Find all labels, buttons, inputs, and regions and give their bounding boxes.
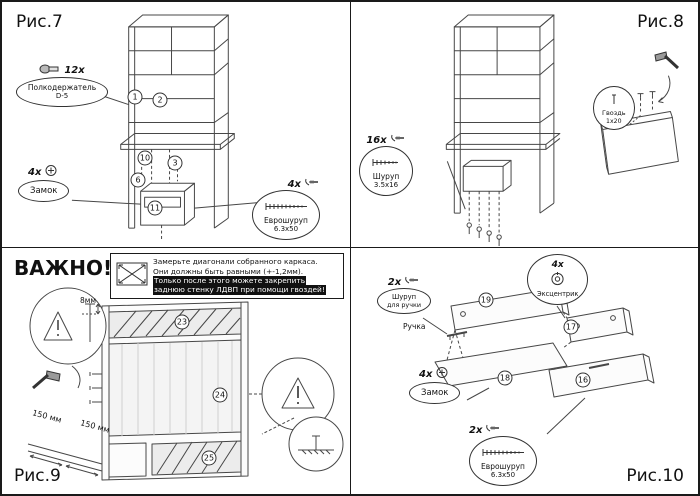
fig8-nail-callout: Гвоздь 1x20 xyxy=(593,86,635,130)
lock-qty: 4x xyxy=(27,166,42,178)
lock-qty: 4x xyxy=(418,368,433,380)
handle-screw-name: Шуруп xyxy=(391,293,417,301)
fig10-panel: 2x Шуруп для ручки Ручка 4x Эксцентрик xyxy=(351,248,698,494)
warning-text: Замерьте диагонали собранного каркаса. О… xyxy=(153,257,326,295)
euroscrew-drawing-icon xyxy=(264,196,308,215)
fig9-panel: ВАЖНО!!! Замерьте диагонали собранного к… xyxy=(2,248,351,494)
euroscrew-qty: 4x xyxy=(287,178,301,190)
lock-name: Замок xyxy=(30,186,58,196)
handle-screw-qty: 2x xyxy=(387,276,402,288)
fig7-label: Рис.7 xyxy=(16,12,63,32)
nail-depth-label: 8мм xyxy=(80,296,97,305)
cam-lock-icon xyxy=(435,366,450,382)
handle-label: Ручка xyxy=(403,322,426,331)
nail-size: 1x20 xyxy=(606,117,622,125)
warning-line: Замерьте диагонали собранного каркаса. xyxy=(153,257,318,267)
fig9-drawing xyxy=(27,287,344,481)
screw-size: 3.5x16 xyxy=(373,181,399,189)
fig8-drawing xyxy=(445,14,679,247)
part-number: 3 xyxy=(167,155,183,171)
fig10-handle-screw-callout: 2x Шуруп для ручки xyxy=(377,276,432,315)
lock-name: Замок xyxy=(421,388,449,398)
euroscrew-drawing-icon xyxy=(481,442,525,461)
screw-drawing-icon xyxy=(371,152,401,171)
part-number: 6 xyxy=(130,172,146,188)
shelf-holder-name: Полкодержатель xyxy=(27,83,97,92)
fig10-drawing xyxy=(422,287,655,435)
fig7-euroscrew-callout: 4x Еврошуруп 6.3x50 xyxy=(252,178,320,240)
handle-screw-note: для ручки xyxy=(387,301,422,310)
fig10-eccentric-callout: 4x Эксцентрик xyxy=(527,254,589,305)
euroscrew-name: Еврошуруп xyxy=(481,462,525,471)
fig8-label: Рис.8 xyxy=(637,12,684,32)
eccentric-cam-icon xyxy=(550,271,565,290)
screw-icon xyxy=(404,276,420,288)
warning-line: Они должны быть равными (+-1,2мм). xyxy=(153,266,304,276)
part-number: 10 xyxy=(137,150,153,166)
fig10-label: Рис.10 xyxy=(626,466,684,486)
part-number: 11 xyxy=(147,200,163,216)
euroscrew-name: Еврошуруп xyxy=(264,216,308,225)
warning-line: Только после этого можете закрепить xyxy=(153,276,307,286)
screw-qty: 16x xyxy=(366,134,387,146)
nail-icon xyxy=(611,90,617,109)
diagonal-measure-icon xyxy=(115,260,149,292)
shelf-pin-icon xyxy=(39,64,61,77)
part-number: 17 xyxy=(563,319,579,335)
part-number: 25 xyxy=(201,450,217,466)
euroscrew-qty: 2x xyxy=(469,424,483,436)
fig10-lock-callout: 4x Замок xyxy=(409,366,461,405)
eccentric-name: Эксцентрик xyxy=(537,290,579,298)
warning-box: Замерьте диагонали собранного каркаса. О… xyxy=(110,253,344,299)
part-number: 2 xyxy=(152,92,168,108)
screw-icon xyxy=(390,134,406,146)
hammer-icon xyxy=(30,368,64,396)
part-number: 19 xyxy=(478,292,494,308)
screw-name: Шуруп xyxy=(372,172,400,181)
warning-line: заднюю стенку ЛДВП при помощи гвоздей! xyxy=(153,285,326,295)
part-number: 18 xyxy=(497,370,513,386)
cam-lock-icon xyxy=(44,164,59,180)
nail-name: Гвоздь xyxy=(602,109,626,117)
fig7-panel: Рис.7 12x Полкодержатель D-5 4x Зам xyxy=(2,2,351,248)
fig8-panel: Рис.8 16x Шуруп 3.5x16 xyxy=(351,2,698,248)
part-number: 23 xyxy=(174,314,190,330)
shelf-holder-qty: 12x xyxy=(64,65,85,76)
part-number: 24 xyxy=(212,387,228,403)
euroscrew-size: 6.3x50 xyxy=(490,471,516,479)
screw-icon xyxy=(304,178,320,190)
fig7-shelf-holder-callout: 12x Полкодержатель D-5 xyxy=(15,64,109,107)
fig10-euroscrew-callout: 2x Еврошуруп 6.3x50 xyxy=(469,424,537,486)
fig9-label: Рис.9 xyxy=(14,466,61,486)
shelf-holder-size: D-5 xyxy=(55,92,69,100)
part-number: 16 xyxy=(575,372,591,388)
part-number: 1 xyxy=(127,89,143,105)
eccentric-qty: 4x xyxy=(551,260,564,270)
euroscrew-size: 6.3x50 xyxy=(273,225,299,233)
screw-icon xyxy=(485,424,501,436)
hammer-icon xyxy=(651,50,681,76)
fig8-screw-callout: 16x Шуруп 3.5x16 xyxy=(359,134,413,196)
fig7-lock-callout: 4x Замок xyxy=(18,164,70,203)
